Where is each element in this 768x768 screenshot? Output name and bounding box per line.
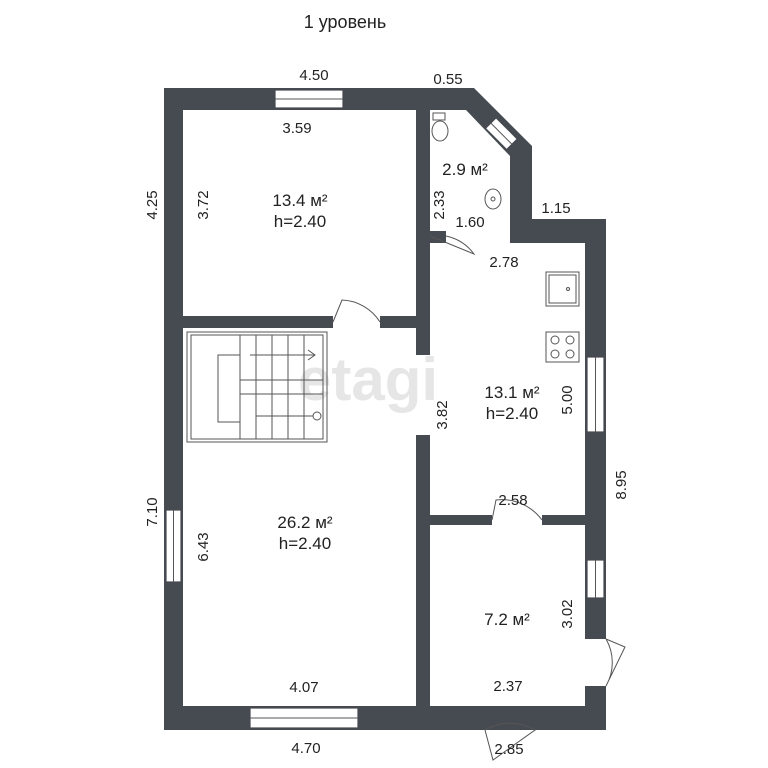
dim-bath-height: 2.33 [431,190,448,219]
dim-right-height: 8.95 [613,470,630,499]
interior-walls [183,110,585,706]
dim-kitchen-height: 5.00 [559,385,576,414]
dim-top-bevel: 0.55 [433,71,462,88]
dim-hall-room-height: 6.43 [195,532,212,561]
room-height-3: h=2.40 [486,404,538,423]
window-top [274,89,344,109]
dim-left-top: 4.25 [144,190,161,219]
dim-kitchen-width: 2.78 [489,254,518,271]
door-kitchen-small [491,499,543,521]
room-area-5: 7.2 м² [484,610,530,629]
window-bottom [249,707,359,729]
room-area-1: 13.4 м² [272,191,327,210]
door-exterior-bottom [484,722,536,761]
window-left [165,509,182,583]
doors [332,235,626,761]
dim-room1-height: 3.72 [195,190,212,219]
room-area-2: 2.9 м² [442,160,488,179]
dim-left-bottom: 7.10 [144,497,161,526]
kitchen-sink-icon [545,271,580,307]
dim-bottom-right: 2.85 [494,741,523,758]
room-height-1: h=2.40 [274,212,326,231]
dim-step: 1.15 [541,200,570,217]
dim-hall-width: 4.07 [289,679,318,696]
door-bathroom [429,235,476,256]
dim-small-height: 3.02 [559,599,576,628]
dim-top-width: 4.50 [299,67,328,84]
room-area-3: 13.1 м² [484,383,539,402]
page-title: 1 уровень [304,12,387,32]
dim-room1-width: 3.59 [282,120,311,137]
room-height-4: h=2.40 [279,534,331,553]
door-room-top [332,299,381,323]
toilet-icon [431,112,449,142]
stove-icon [545,331,580,363]
door-exterior-right [605,638,626,687]
window-kitchen [586,356,605,433]
dim-mid-width: 2.58 [498,492,527,509]
window-small-room [586,559,605,599]
dim-hall-height: 3.82 [434,400,451,429]
dim-bottom-width: 4.70 [291,740,320,757]
windows [165,89,605,729]
dim-bath-width: 1.60 [455,214,484,231]
sink-icon [484,188,502,210]
staircase [186,331,328,443]
window-bathroom [484,116,519,151]
dim-small-width: 2.37 [493,678,522,695]
room-area-4: 26.2 м² [277,513,332,532]
